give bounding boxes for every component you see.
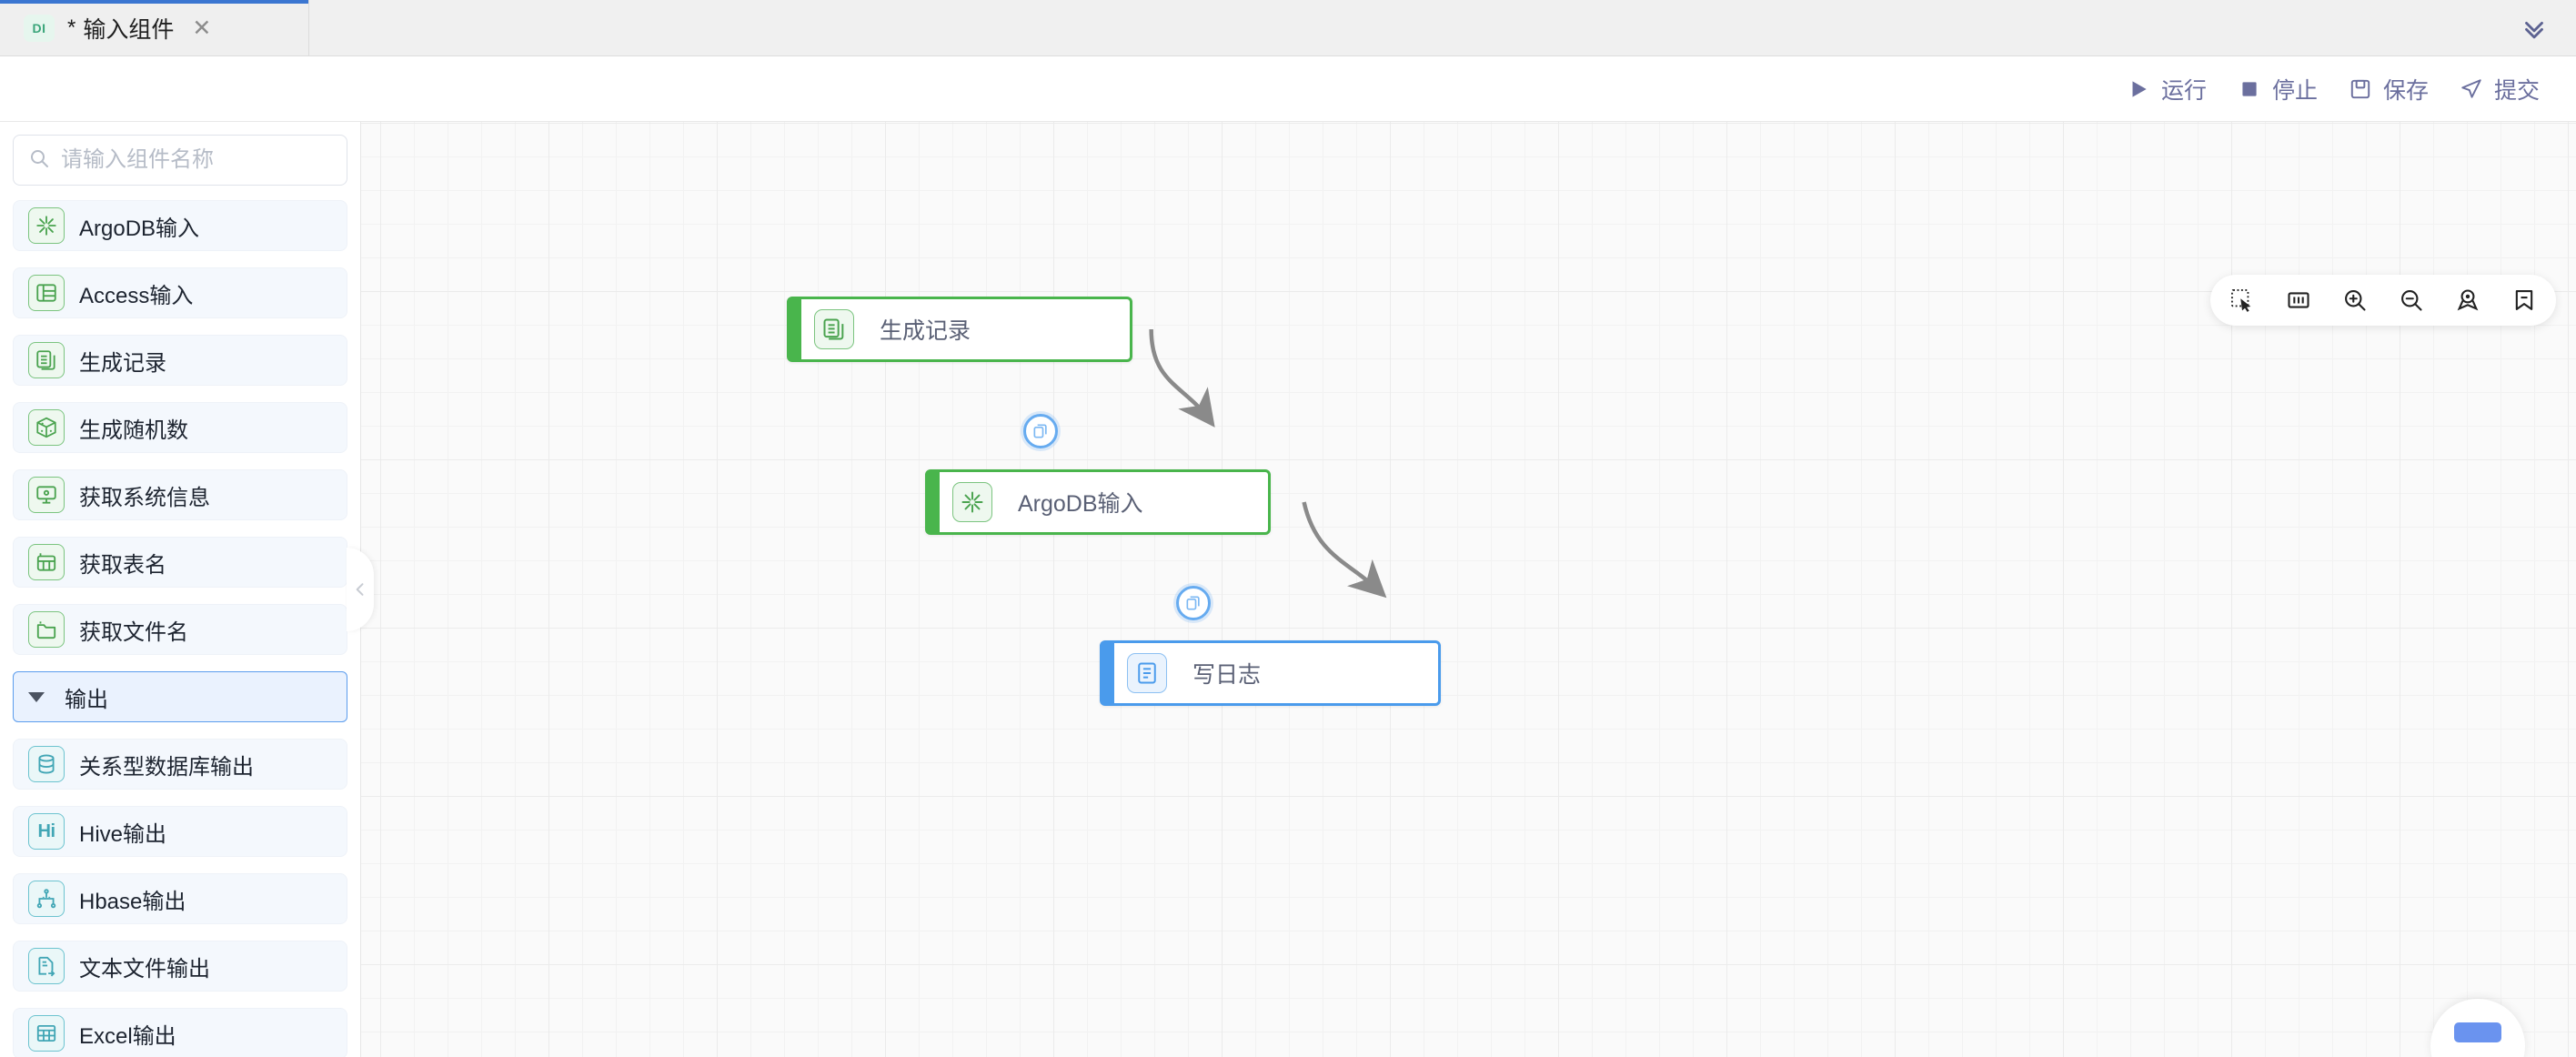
search-box[interactable] bbox=[13, 135, 347, 186]
unsaved-indicator: * bbox=[67, 15, 76, 40]
list-item-excel-output[interactable]: Excel输出 bbox=[13, 1008, 347, 1057]
save-label: 保存 bbox=[2382, 77, 2429, 104]
run-button[interactable]: 运行 bbox=[2127, 73, 2207, 106]
tab-bar: DI * 输入组件 ✕ bbox=[0, 0, 2576, 56]
tab-input-component[interactable]: DI * 输入组件 ✕ bbox=[0, 0, 309, 55]
edge-1 bbox=[1149, 328, 1215, 428]
textfile-icon bbox=[28, 948, 65, 984]
edge-badge-copy-1[interactable] bbox=[1023, 414, 1058, 448]
select-marquee-icon[interactable] bbox=[2227, 285, 2258, 316]
body: ArgoDB输入 Access输入 bbox=[0, 122, 2576, 1057]
list-item-label: Excel输出 bbox=[79, 1023, 176, 1049]
records-icon bbox=[28, 342, 65, 378]
list-item-label: 获取文件名 bbox=[79, 619, 188, 645]
locate-icon[interactable] bbox=[2452, 285, 2483, 316]
sidebar-group-label: 输出 bbox=[65, 687, 108, 712]
list-item-generate-records[interactable]: 生成记录 bbox=[13, 335, 347, 386]
canvas-node-label: ArgoDB输入 bbox=[1018, 491, 1143, 517]
list-item-rdb-output[interactable]: 关系型数据库输出 bbox=[13, 739, 347, 790]
fit-actual-size-icon[interactable] bbox=[2283, 285, 2314, 316]
list-item-label: 获取表名 bbox=[79, 552, 166, 578]
dice-icon bbox=[28, 409, 65, 446]
submit-label: 提交 bbox=[2493, 77, 2540, 104]
zoom-in-icon[interactable] bbox=[2340, 285, 2370, 316]
canvas-node-label: 生成记录 bbox=[880, 318, 971, 344]
list-item-system-info[interactable]: 获取系统信息 bbox=[13, 469, 347, 520]
list-item-label: 关系型数据库输出 bbox=[79, 754, 254, 780]
list-item-hive-output[interactable]: Hi Hive输出 bbox=[13, 806, 347, 857]
table-icon bbox=[28, 544, 65, 580]
sidebar-collapse-handle[interactable] bbox=[347, 548, 374, 631]
run-label: 运行 bbox=[2160, 77, 2207, 104]
list-item-access-input[interactable]: Access输入 bbox=[13, 267, 347, 318]
argodb-icon bbox=[28, 207, 65, 244]
canvas-bottom-fab[interactable] bbox=[2430, 999, 2525, 1057]
list-item-text-file-output[interactable]: 文本文件输出 bbox=[13, 941, 347, 992]
submit-button[interactable]: 提交 bbox=[2460, 73, 2540, 106]
bookmark-icon[interactable] bbox=[2509, 285, 2540, 316]
hbase-icon bbox=[28, 881, 65, 917]
caret-down-icon bbox=[28, 691, 45, 702]
flow-canvas[interactable]: 生成记录 ArgoDB输入 bbox=[360, 122, 2576, 1057]
canvas-node-write-log[interactable]: 写日志 bbox=[1100, 640, 1441, 706]
list-item-label: 文本文件输出 bbox=[79, 956, 210, 982]
canvas-toolbar bbox=[2210, 275, 2556, 326]
list-item-label: ArgoDB输入 bbox=[79, 216, 200, 241]
list-item-label: 生成随机数 bbox=[79, 418, 188, 443]
list-item-label: Hbase输出 bbox=[79, 889, 186, 914]
edge-layer bbox=[1149, 328, 1387, 599]
search-input[interactable] bbox=[61, 147, 343, 173]
edge-badge-copy-2[interactable] bbox=[1176, 586, 1211, 620]
argodb-icon bbox=[952, 482, 992, 522]
grid-icon bbox=[28, 1015, 65, 1052]
search-wrapper bbox=[0, 122, 360, 195]
send-icon bbox=[2460, 77, 2483, 101]
list-item-argodb-input[interactable]: ArgoDB输入 bbox=[13, 200, 347, 251]
access-icon bbox=[28, 275, 65, 311]
close-icon[interactable]: ✕ bbox=[192, 15, 212, 41]
list-item-get-table-name[interactable]: 获取表名 bbox=[13, 537, 347, 588]
hive-icon: Hi bbox=[28, 813, 65, 850]
list-item-label: Hive输出 bbox=[79, 821, 167, 847]
edge-2 bbox=[1302, 501, 1387, 599]
action-toolbar: 运行 停止 保存 提交 bbox=[0, 56, 2576, 122]
list-item-label: 生成记录 bbox=[79, 350, 166, 376]
fab-indicator bbox=[2454, 1022, 2501, 1042]
component-sidebar: ArgoDB输入 Access输入 bbox=[0, 122, 360, 1057]
chevron-double-down-icon[interactable] bbox=[2492, 0, 2576, 55]
component-list[interactable]: ArgoDB输入 Access输入 bbox=[0, 195, 360, 1057]
log-icon bbox=[1127, 653, 1167, 693]
search-icon bbox=[28, 147, 50, 174]
list-item-label: 获取系统信息 bbox=[79, 485, 210, 510]
stop-icon bbox=[2238, 77, 2261, 101]
di-badge-icon: DI bbox=[24, 14, 55, 42]
database-icon bbox=[28, 746, 65, 782]
tab-bar-spacer bbox=[309, 0, 2492, 55]
sidebar-group-output[interactable]: 输出 bbox=[13, 671, 347, 722]
monitor-icon bbox=[28, 477, 65, 513]
stop-label: 停止 bbox=[2271, 77, 2318, 104]
play-icon bbox=[2127, 77, 2150, 101]
records-icon bbox=[814, 309, 854, 349]
canvas-node-generate-records[interactable]: 生成记录 bbox=[787, 297, 1132, 362]
list-item-hbase-output[interactable]: Hbase输出 bbox=[13, 873, 347, 924]
save-button[interactable]: 保存 bbox=[2349, 73, 2429, 106]
stop-button[interactable]: 停止 bbox=[2238, 73, 2318, 106]
list-item-generate-random[interactable]: 生成随机数 bbox=[13, 402, 347, 453]
save-icon bbox=[2349, 77, 2372, 101]
canvas-node-label: 写日志 bbox=[1192, 662, 1262, 688]
canvas-node-argodb-input[interactable]: ArgoDB输入 bbox=[925, 469, 1271, 535]
zoom-out-icon[interactable] bbox=[2396, 285, 2427, 316]
list-item-get-file-name[interactable]: 获取文件名 bbox=[13, 604, 347, 655]
folder-icon bbox=[28, 611, 65, 648]
tab-title: 输入组件 bbox=[83, 16, 175, 43]
list-item-label: Access输入 bbox=[79, 283, 194, 308]
